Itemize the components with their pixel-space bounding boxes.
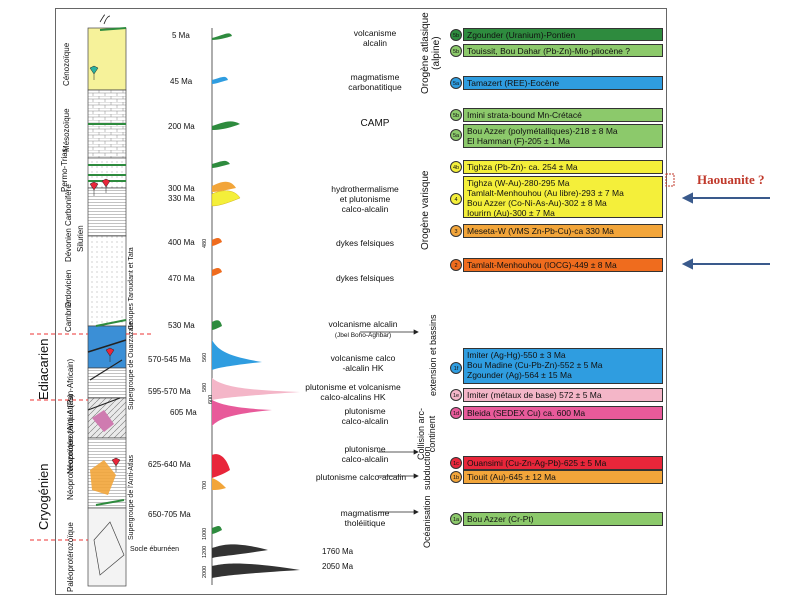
orogeny-atlasique: Orogène atlasique(alpine) — [420, 12, 442, 94]
era-neo-antiatlas: Néoprotérozoïque (Anti-Atlas) — [66, 394, 75, 500]
orogeny-oceanisation: Océanisation — [422, 495, 432, 548]
event-label: plutonisme calco-alcalin — [315, 472, 407, 482]
deposit-badge: 1a — [450, 513, 462, 525]
orogeny-extension: extension et bassins — [428, 314, 438, 396]
deposit-box: Zgounder (Uranium)-Pontien — [463, 28, 663, 41]
era-mesozoic: Mésozoïque — [62, 108, 71, 152]
event-label: dykes felsiques — [335, 238, 395, 248]
age-label: 45 Ma — [170, 77, 193, 86]
age-label: 650-705 Ma — [148, 510, 191, 519]
event-label: volcanisme calco-alcalin HK — [330, 353, 396, 373]
age-label: 470 Ma — [168, 274, 195, 283]
deposit-box: Tamazert (REE)-Eocène — [463, 76, 663, 90]
axis-tick: 2000 — [202, 565, 208, 578]
deposit-box: Bou Azzer (Cr-Pt) — [463, 512, 663, 526]
deposit-badge: 1b — [450, 471, 462, 483]
supergroup-antiatlas: Supergroupe de l'Anti-Atlas — [128, 455, 135, 540]
deposit-box: Meseta-W (VMS Zn-Pb-Cu)-ca 330 Ma — [463, 224, 663, 238]
era-devonian: Dévonien — [64, 228, 73, 262]
deposit-badge: 5a — [450, 129, 462, 141]
era-cenozoic: Cénozoïque — [62, 42, 71, 86]
column-layers — [87, 27, 127, 587]
era-carboniferous: Carbonifère — [64, 184, 73, 226]
deposit-box: Touissit, Bou Dahar (Pb-Zn)-Mio-pliocène… — [463, 44, 663, 57]
deposit-badge: 4 — [450, 193, 462, 205]
axis-tick: 700 — [202, 480, 208, 490]
orogeny-subduction: subduction — [422, 446, 432, 490]
deposit-badge: 3 — [450, 225, 462, 237]
age-label: 330 Ma — [168, 194, 195, 203]
era-ediacaran: Ediacarien — [36, 338, 51, 400]
age-label: 400 Ma — [168, 238, 195, 247]
orogeny-varisque: Orogène varisque — [420, 170, 431, 251]
deposit-badge: 4b — [450, 161, 462, 173]
deposit-box: Tiouit (Au)-645 ± 12 Ma — [463, 470, 663, 484]
supergroup-ouarzazate: Supergroupe de Ouarzazate — [128, 321, 135, 410]
deposit-badge: 5b — [450, 45, 462, 57]
deposit-box: Bleida (SEDEX Cu) ca. 600 Ma — [463, 406, 663, 420]
deposit-badge: 5b — [450, 29, 462, 41]
deposit-badge: 1c — [450, 457, 462, 469]
era-silurian: Silurien — [76, 225, 85, 252]
axis-tick: 480 — [202, 238, 208, 248]
axis-tick: 600 — [208, 394, 214, 404]
socle-label: Socle éburnéen — [130, 546, 180, 553]
age-label: 5 Ma — [172, 31, 190, 40]
supergroup-taroudant: Groupes Taroudant et Tata — [128, 247, 135, 330]
deposit-badge: 5b — [450, 109, 462, 121]
event-label: CAMP — [360, 118, 390, 129]
era-paleoproterozoic: Paléoprotérozoïque — [66, 522, 75, 592]
era-cryogenian: Cryogénien — [36, 463, 51, 531]
age-label: 530 Ma — [168, 321, 195, 330]
age-label: 1760 Ma — [322, 547, 354, 556]
age-label: 595-570 Ma — [148, 387, 191, 396]
deposit-box: Imiter (métaux de base) 572 ± 5 Ma — [463, 388, 663, 402]
deposit-badge: 1d — [450, 407, 462, 419]
axis-tick: 580 — [202, 382, 208, 392]
event-label: volcanisme alcalin(Jbel Boho-Aghbar) — [328, 319, 398, 339]
age-label: 625-640 Ma — [148, 460, 191, 469]
deposit-badge: 1e — [450, 389, 462, 401]
age-label: 605 Ma — [170, 408, 197, 417]
age-label: 570-545 Ma — [148, 355, 191, 364]
column-markers — [89, 14, 121, 472]
axis-tick: 1200 — [202, 545, 208, 558]
event-label: dykes felsiques — [335, 273, 395, 283]
age-label: 300 Ma — [168, 184, 195, 193]
figure-frame — [55, 8, 667, 595]
age-label: 200 Ma — [168, 122, 195, 131]
deposit-badge: 1f — [450, 362, 462, 374]
deposit-box: Tamlalt-Menhouhou (IOCG)-449 ± 8 Ma — [463, 258, 663, 272]
era-dividers — [30, 333, 152, 541]
age-label: 2050 Ma — [322, 562, 354, 571]
deposit-box: Tighza (Pb-Zn)- ca. 254 ± Ma — [463, 160, 663, 174]
axis-tick: 560 — [202, 352, 208, 362]
haouanite-label: Haouanite ? — [697, 172, 765, 187]
era-cambrian: Cambrien — [64, 297, 73, 332]
deposit-badge: 2 — [450, 259, 462, 271]
deposit-box: Imini strata-bound Mn-Crétacé — [463, 108, 663, 122]
deposit-box: Ouansimi (Cu-Zn-Ag-Pb)-625 ± 5 Ma — [463, 456, 663, 470]
magmatic-peaks — [211, 33, 300, 578]
deposit-badge: 5a — [450, 77, 462, 89]
axis-tick: 1000 — [202, 527, 208, 540]
